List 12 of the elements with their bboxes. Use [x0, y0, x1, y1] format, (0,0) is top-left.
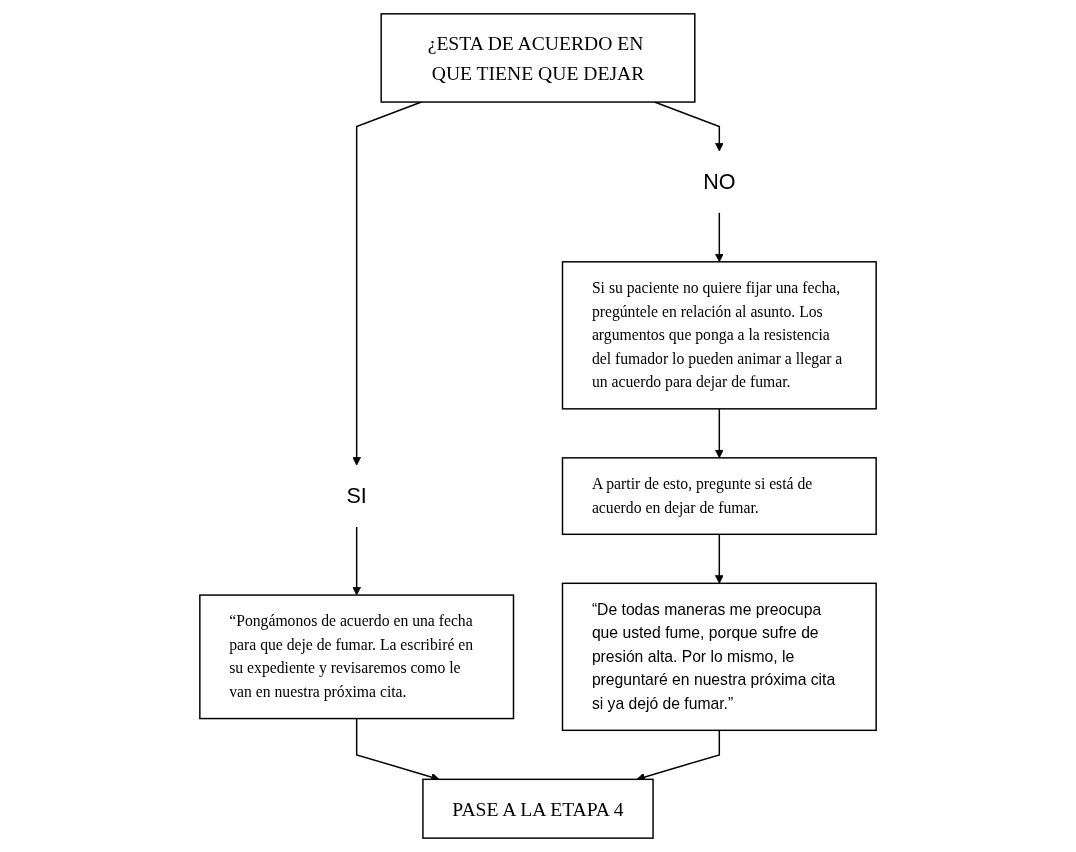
node-box: “De todas maneras me preocupa que usted fume, porque sufre de presión alta. Por lo mismo, le preguntaré en nuestra próxima cita si ya dejó de fumar.”: [561, 582, 877, 732]
arrow: [715, 533, 724, 584]
arrow: [715, 212, 724, 263]
node-text: SI: [346, 483, 367, 509]
arrow: [352, 526, 361, 596]
node-box: PASE A LA ETAPA 4: [422, 778, 654, 839]
node-box: “Pongámonos de acuerdo en una fecha para que deje de fumar. La escribiré en su expediente y revisaremos como le van en nuestra próxima cita.: [199, 594, 515, 720]
arrow: [715, 408, 724, 459]
node-box: A partir de esto, pregunte si está de acuerdo en dejar de fumar.: [561, 457, 877, 536]
node-box: Si su paciente no quiere fijar una fecha, pregúntele en relación al asunto. Los argumentos que ponga a la resistencia del fumador lo pueden animar a llegar a un acuerdo para dejar de fumar.: [561, 261, 877, 410]
node-text: NO: [703, 169, 736, 195]
node-box: ¿ESTA DE ACUERDO EN QUE TIENE QUE DEJAR: [380, 13, 696, 103]
